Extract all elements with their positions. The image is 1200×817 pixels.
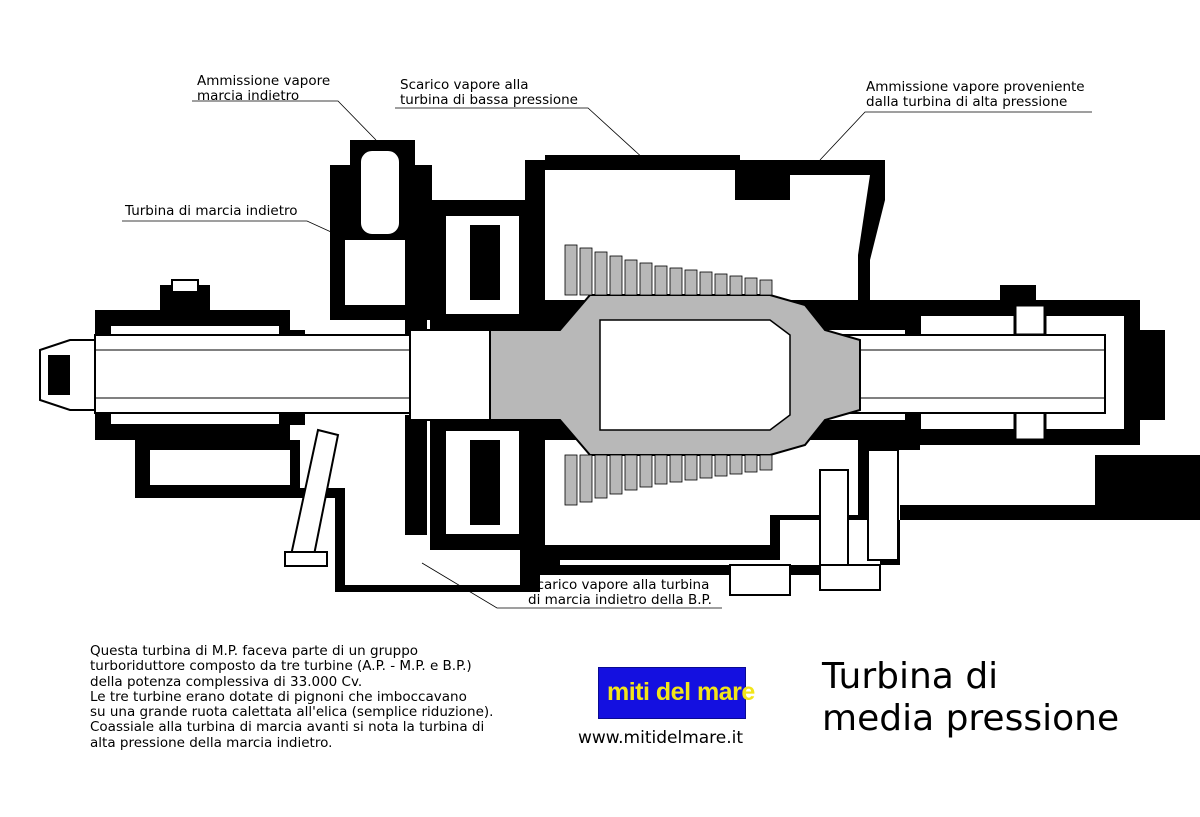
support-strut: [284, 428, 340, 567]
main-casing-lower: [430, 420, 920, 560]
turbine-base: [135, 440, 1200, 592]
reverse-turbine-wheel: [405, 215, 491, 535]
website-url: www.mitidelmare.it: [578, 728, 744, 748]
miti-del-mare-logo: miti del mare: [598, 667, 755, 719]
right-seal-columns: [729, 449, 899, 596]
label-scarico-bp: Scarico vapore alla turbina di marcia in…: [528, 577, 712, 608]
label-turbina-marcia-indietro: Turbina di marcia indietro: [125, 203, 298, 219]
blade-rows-lower: [564, 454, 773, 506]
description-text: Questa turbina di M.P. faceva parte di u…: [90, 643, 494, 751]
rotor-drum: [489, 294, 861, 456]
blade-rows-upper: [564, 244, 773, 296]
label-scarico-bassa-pressione: Scarico vapore alla turbina di bassa pre…: [400, 77, 578, 108]
label-ammissione-marcia-indietro: Ammissione vapore marcia indietro: [197, 73, 331, 104]
page-title: Turbina di media pressione: [822, 656, 1120, 739]
logo-text: miti del mare: [607, 678, 755, 706]
label-ammissione-alta-pressione: Ammissione vapore proveniente dalla turb…: [866, 79, 1085, 110]
